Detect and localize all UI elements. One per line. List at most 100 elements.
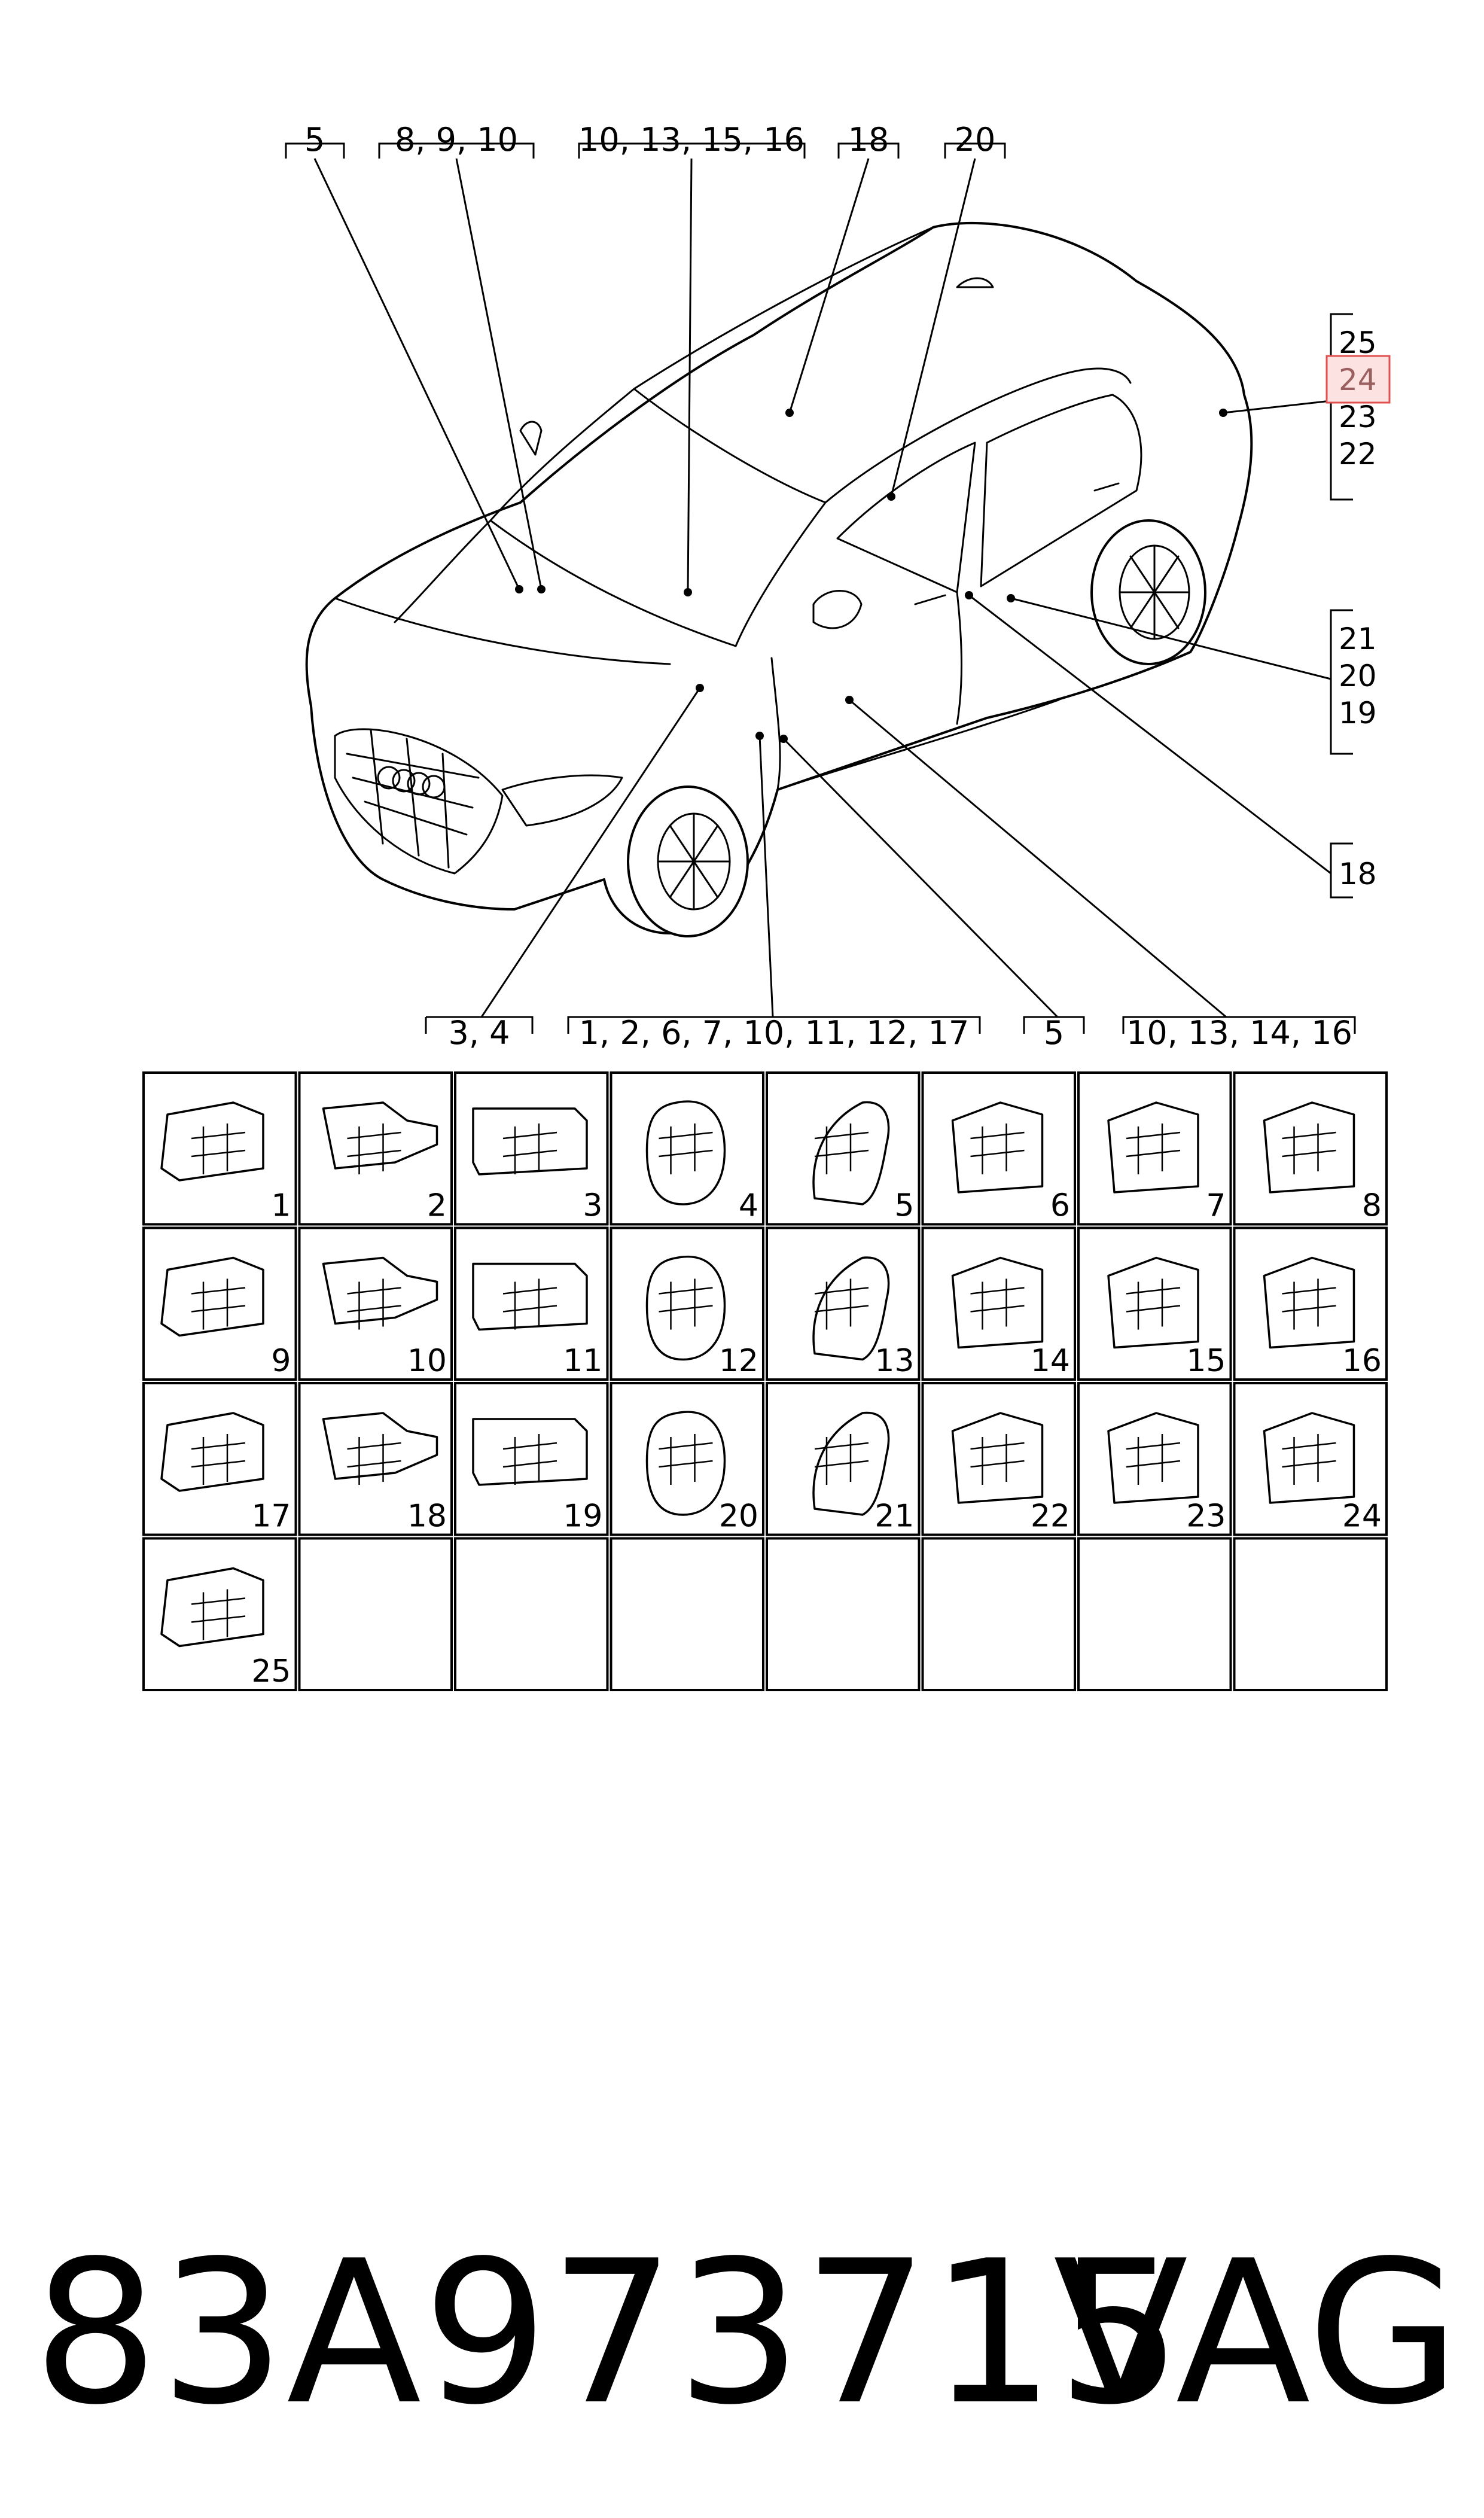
connector-pins-icon bbox=[1282, 1123, 1336, 1174]
empty-cell bbox=[454, 1537, 609, 1691]
connector-pins-icon bbox=[1282, 1278, 1336, 1330]
cell-number: 17 bbox=[251, 1499, 291, 1534]
connector-pins-icon bbox=[502, 1123, 557, 1174]
connector-cell-22[interactable]: 22 bbox=[921, 1382, 1076, 1536]
cell-number: 14 bbox=[1031, 1343, 1070, 1379]
callout-top-4[interactable]: 18 bbox=[837, 121, 900, 159]
cell-number: 25 bbox=[251, 1654, 291, 1689]
cell-frame bbox=[298, 1537, 453, 1691]
connector-housing-icon bbox=[160, 1412, 264, 1492]
connector-housing-icon bbox=[1107, 1101, 1199, 1193]
cell-number: 16 bbox=[1342, 1343, 1382, 1379]
connector-pins-icon bbox=[659, 1434, 713, 1485]
callout-right-3[interactable]: 18 bbox=[1330, 842, 1377, 899]
callout-bottom-4[interactable]: 10, 13, 14, 16 bbox=[1122, 1014, 1356, 1052]
connector-cell-8[interactable]: 8 bbox=[1233, 1071, 1388, 1226]
connector-cell-24[interactable]: 24 bbox=[1233, 1382, 1388, 1536]
cell-frame bbox=[766, 1537, 921, 1691]
leader-lines bbox=[313, 158, 1331, 1018]
part-number: 83A973715 bbox=[33, 2218, 1184, 2448]
connector-cell-13[interactable]: 13 bbox=[766, 1226, 921, 1381]
connector-cell-16[interactable]: 16 bbox=[1233, 1226, 1388, 1381]
connector-cell-7[interactable]: 7 bbox=[1077, 1071, 1232, 1226]
connector-cell-12[interactable]: 12 bbox=[610, 1226, 764, 1381]
cell-frame bbox=[1077, 1537, 1232, 1691]
connector-cell-5[interactable]: 5 bbox=[766, 1071, 921, 1226]
connector-pins-icon bbox=[1126, 1123, 1181, 1174]
connector-cell-9[interactable]: 9 bbox=[142, 1226, 297, 1381]
connector-cell-17[interactable]: 17 bbox=[142, 1382, 297, 1536]
callout-top-1[interactable]: 5 bbox=[285, 121, 345, 159]
cell-number: 3 bbox=[583, 1188, 602, 1224]
callout-bottom-2[interactable]: 1, 2, 6, 7, 10, 11, 12, 17 bbox=[567, 1014, 981, 1052]
callout-top-5[interactable]: 20 bbox=[944, 121, 1006, 159]
cell-frame bbox=[610, 1537, 764, 1691]
connector-pins-icon bbox=[191, 1123, 246, 1174]
connector-housing-icon bbox=[1107, 1256, 1199, 1349]
connector-housing-icon bbox=[1263, 1412, 1355, 1504]
callout-right-2[interactable]: 21 20 19 bbox=[1330, 609, 1377, 755]
connector-pins-icon bbox=[191, 1278, 246, 1330]
callout-label: 18 bbox=[1339, 857, 1377, 891]
connector-cell-11[interactable]: 11 bbox=[454, 1226, 609, 1381]
cell-number: 10 bbox=[407, 1343, 447, 1379]
callout-label: 19 bbox=[1339, 696, 1377, 730]
parts-diagram: 5 8, 9, 10 10, 13, 15, 16 18 20 bbox=[142, 121, 1391, 1691]
connector-cell-14[interactable]: 14 bbox=[921, 1226, 1076, 1381]
connector-housing-icon bbox=[160, 1256, 264, 1337]
empty-cell bbox=[766, 1537, 921, 1691]
connector-pins-icon bbox=[814, 1123, 869, 1174]
highlight-box bbox=[1325, 355, 1391, 404]
callout-label: 18 bbox=[848, 121, 889, 159]
cell-frame bbox=[921, 1537, 1076, 1691]
connector-cell-20[interactable]: 20 bbox=[610, 1382, 764, 1536]
connector-cell-3[interactable]: 3 bbox=[454, 1071, 609, 1226]
empty-cell bbox=[921, 1537, 1076, 1691]
callout-top-3[interactable]: 10, 13, 15, 16 bbox=[578, 121, 806, 159]
cell-number: 19 bbox=[563, 1499, 602, 1534]
connector-housing-icon bbox=[472, 1262, 588, 1331]
connector-housing-icon bbox=[472, 1418, 588, 1486]
callout-bottom-1[interactable]: 3, 4 bbox=[425, 1014, 534, 1052]
empty-cell bbox=[1233, 1537, 1388, 1691]
connector-cell-4[interactable]: 4 bbox=[610, 1071, 764, 1226]
callout-label: 3, 4 bbox=[448, 1014, 510, 1052]
connector-pins-icon bbox=[1126, 1278, 1181, 1330]
footer: 83A973715 VAG bbox=[0, 2208, 1484, 2459]
callout-label: 10, 13, 14, 16 bbox=[1126, 1014, 1352, 1052]
connector-cell-2[interactable]: 2 bbox=[298, 1071, 453, 1226]
cell-number: 2 bbox=[427, 1188, 447, 1224]
callout-bottom-3[interactable]: 5 bbox=[1023, 1014, 1085, 1052]
callout-top-2[interactable]: 8, 9, 10 bbox=[378, 121, 535, 159]
cell-number: 21 bbox=[874, 1499, 914, 1534]
cell-number: 20 bbox=[719, 1499, 758, 1534]
connector-cell-10[interactable]: 10 bbox=[298, 1226, 453, 1381]
connector-pins-icon bbox=[970, 1123, 1025, 1174]
cell-number: 4 bbox=[739, 1188, 758, 1224]
connector-housing-icon bbox=[951, 1256, 1044, 1349]
connector-housing-icon bbox=[160, 1567, 264, 1648]
connector-cell-18[interactable]: 18 bbox=[298, 1382, 453, 1536]
connector-housing-icon bbox=[951, 1101, 1044, 1193]
connector-cell-19[interactable]: 19 bbox=[454, 1382, 609, 1536]
callout-label: 20 bbox=[1339, 659, 1377, 693]
callout-right-1[interactable]: 25 24 23 22 bbox=[1325, 313, 1391, 501]
connector-cell-15[interactable]: 15 bbox=[1077, 1226, 1232, 1381]
callout-label: 23 bbox=[1339, 400, 1377, 434]
cell-number: 8 bbox=[1362, 1188, 1382, 1224]
connector-cell-25[interactable]: 25 bbox=[142, 1537, 297, 1691]
brand-name: VAG bbox=[1053, 2218, 1460, 2448]
connector-pins-icon bbox=[970, 1278, 1025, 1330]
connector-pins-icon bbox=[659, 1278, 713, 1330]
connector-pins-icon bbox=[814, 1434, 869, 1485]
connector-cell-21[interactable]: 21 bbox=[766, 1382, 921, 1536]
cell-number: 11 bbox=[563, 1343, 602, 1379]
cell-frame bbox=[454, 1537, 609, 1691]
cell-number: 7 bbox=[1206, 1188, 1226, 1224]
connector-cell-1[interactable]: 1 bbox=[142, 1071, 297, 1226]
connector-cell-6[interactable]: 6 bbox=[921, 1071, 1076, 1226]
connector-pins-icon bbox=[502, 1434, 557, 1485]
cell-number: 18 bbox=[407, 1499, 447, 1534]
connector-cell-23[interactable]: 23 bbox=[1077, 1382, 1232, 1536]
callout-label: 10, 13, 15, 16 bbox=[578, 121, 805, 159]
